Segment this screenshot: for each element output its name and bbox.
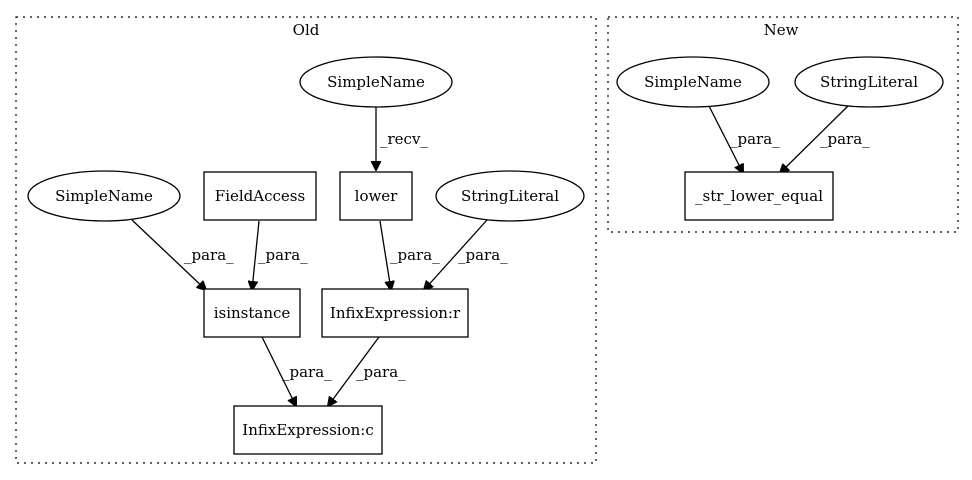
svg-text:lower: lower — [355, 187, 399, 205]
cluster-old: Old — [15, 16, 597, 464]
svg-text:SimpleName: SimpleName — [55, 187, 153, 205]
edge-new-simplename-to-str-lower-equal — [708, 105, 743, 173]
svg-text:FieldAccess: FieldAccess — [215, 187, 305, 205]
edge-label-para-8: _para_ — [820, 130, 870, 148]
edge-lower-to-infix-r — [379, 220, 391, 290]
node-old-stringliteral: StringLiteral — [435, 170, 585, 222]
edge-label-para-2: _para_ — [258, 246, 308, 264]
svg-text:StringLiteral: StringLiteral — [461, 187, 559, 205]
node-old-isinstance: isinstance — [203, 288, 301, 338]
svg-text:StringLiteral: StringLiteral — [820, 73, 918, 91]
edge-label-para-1: _para_ — [184, 246, 234, 264]
node-new-simplename: SimpleName — [616, 56, 770, 108]
edges-new: _para_ _para_ — [708, 105, 870, 173]
cluster-new-label: New — [764, 21, 799, 39]
edge-infix-r-to-infix-c — [328, 336, 380, 406]
svg-text:InfixExpression:r: InfixExpression:r — [330, 304, 461, 322]
node-old-simplename-left: SimpleName — [27, 170, 181, 222]
svg-text:InfixExpression:c: InfixExpression:c — [242, 421, 373, 439]
svg-text:_str_lower_equal: _str_lower_equal — [695, 187, 823, 205]
edge-new-stringliteral-to-str-lower-equal — [780, 105, 849, 173]
node-new-str-lower-equal: _str_lower_equal — [684, 171, 834, 221]
node-old-simplename-top: SimpleName — [299, 56, 453, 108]
edges-old: _recv_ _para_ _para_ _para_ _para_ _para… — [131, 106, 508, 406]
node-new-stringliteral: StringLiteral — [794, 56, 944, 108]
svg-text:SimpleName: SimpleName — [327, 73, 425, 91]
edge-label-para-4: _para_ — [458, 246, 508, 264]
edge-label-recv: _recv_ — [380, 130, 428, 148]
edge-label-para-5: _para_ — [282, 363, 332, 381]
edge-label-para-3: _para_ — [390, 246, 440, 264]
node-old-fieldaccess: FieldAccess — [203, 171, 317, 221]
edge-stringliteral-to-infix-r — [424, 219, 488, 290]
cluster-old-label: Old — [293, 21, 320, 39]
edge-simplename-to-isinstance — [131, 219, 206, 290]
node-old-infix-r: InfixExpression:r — [321, 288, 469, 338]
node-old-lower: lower — [339, 171, 413, 221]
svg-text:isinstance: isinstance — [214, 304, 291, 322]
edge-isinstance-to-infix-c — [261, 336, 296, 406]
edge-fieldaccess-to-isinstance — [252, 220, 260, 290]
edge-label-para-6: _para_ — [356, 363, 406, 381]
edge-label-para-7: _para_ — [730, 130, 780, 148]
svg-text:SimpleName: SimpleName — [644, 73, 742, 91]
cluster-new: New — [607, 16, 959, 233]
node-old-infix-c: InfixExpression:c — [233, 405, 383, 455]
